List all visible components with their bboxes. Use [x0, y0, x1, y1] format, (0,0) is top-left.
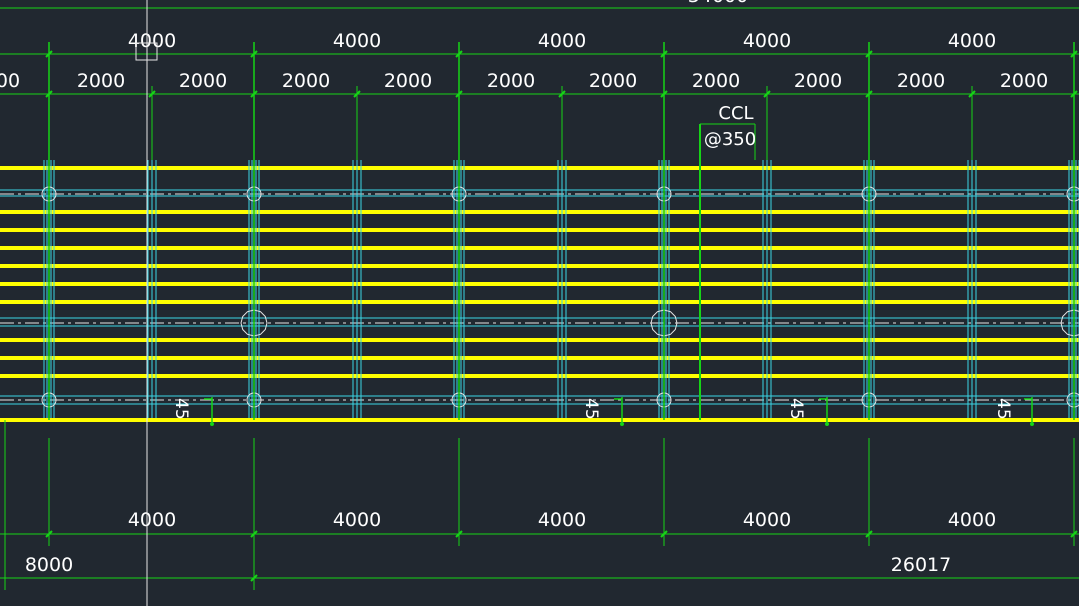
- tick-bottom-primary-5: [1070, 530, 1078, 538]
- tick-top-secondary-4: [455, 90, 463, 98]
- dim-bottom-overall-2: 26017: [891, 554, 951, 576]
- angle-arrow-dot-1: [620, 422, 624, 426]
- cyan-stiffener-lines: [0, 160, 1079, 418]
- tick-top-secondary-10: [1070, 90, 1078, 98]
- callout-ccl-label: CCL: [718, 103, 753, 124]
- dim-bottom-primary-4: 4000: [743, 509, 791, 531]
- tick-top-secondary-9: [968, 90, 976, 98]
- angle-label-3: 45: [786, 398, 806, 420]
- tick-top-secondary-0: [45, 90, 53, 98]
- cursor-pickbox: [135, 42, 158, 61]
- dim-bottom-primary-3: 4000: [538, 509, 586, 531]
- grid-bubble-large-2: [1060, 309, 1079, 337]
- callout-spacing-label: @350: [704, 129, 756, 150]
- grid-bubble-large-1: [650, 309, 678, 337]
- dim-top-primary-5: 4000: [948, 30, 996, 52]
- dim-top-primary-3: 4000: [538, 30, 586, 52]
- angle-arrow-dot-0: [210, 422, 214, 426]
- dim-bottom-overall-1: 8000: [25, 554, 73, 576]
- crosshair-cursor: [135, 0, 158, 606]
- dim-top-secondary-2: 2000: [179, 70, 227, 92]
- dim-top-secondary-1: 2000: [77, 70, 125, 92]
- grid-bubble-large-0: [240, 309, 268, 337]
- dim-top-primary-1: 4000: [128, 30, 176, 52]
- tick-top-primary-5: [1070, 50, 1078, 58]
- dim-top-overall-text: 34000: [688, 0, 748, 7]
- tick-bottom-primary-1: [250, 530, 258, 538]
- tick-top-primary-1: [250, 50, 258, 58]
- tick-top-secondary-1: [148, 90, 156, 98]
- tick-top-primary-0: [45, 50, 53, 58]
- dim-top-primary-2: 4000: [333, 30, 381, 52]
- angle-label-2: 45: [581, 398, 601, 420]
- tick-top-secondary-2: [250, 90, 258, 98]
- tick-top-secondary-5: [558, 90, 566, 98]
- tick-bottom-primary-4: [865, 530, 873, 538]
- dim-top-secondary-3: 2000: [282, 70, 330, 92]
- angle-arrow-dot-3: [1030, 422, 1034, 426]
- dim-bottom-primary-1: 4000: [128, 509, 176, 531]
- angle-arrows: [204, 397, 1034, 426]
- tick-top-primary-3: [660, 50, 668, 58]
- tick-top-secondary-7: [763, 90, 771, 98]
- dim-top-secondary-5: 2000: [487, 70, 535, 92]
- dim-top-secondary-8: 2000: [794, 70, 842, 92]
- dim-bottom-primary-5: 4000: [948, 509, 996, 531]
- tick-top-primary-4: [865, 50, 873, 58]
- dim-top-secondary-7: 2000: [692, 70, 740, 92]
- tick-bottom-primary-2: [455, 530, 463, 538]
- tick-top-secondary-3: [353, 90, 361, 98]
- tick-top-secondary-8: [865, 90, 873, 98]
- tick-top-primary-2: [455, 50, 463, 58]
- dim-top-secondary-10: 2000: [1000, 70, 1048, 92]
- angle-arrow-dot-2: [825, 422, 829, 426]
- dim-top-secondary-9: 2000: [897, 70, 945, 92]
- dim-top-secondary-6: 2000: [589, 70, 637, 92]
- yellow-girder-lines: [0, 166, 1079, 422]
- tick-top-secondary-6: [660, 90, 668, 98]
- dim-top-secondary-0: 00: [0, 70, 20, 92]
- dim-top-primary-4: 4000: [743, 30, 791, 52]
- angle-label-1: 45: [171, 398, 191, 420]
- dimension-lines: [0, 7, 1079, 590]
- dim-top-secondary-4: 2000: [384, 70, 432, 92]
- tick-bottom-overall: [250, 574, 258, 582]
- angle-label-4: 45: [993, 398, 1013, 420]
- dim-bottom-primary-2: 4000: [333, 509, 381, 531]
- tick-bottom-primary-3: [660, 530, 668, 538]
- tick-bottom-primary-0: [45, 530, 53, 538]
